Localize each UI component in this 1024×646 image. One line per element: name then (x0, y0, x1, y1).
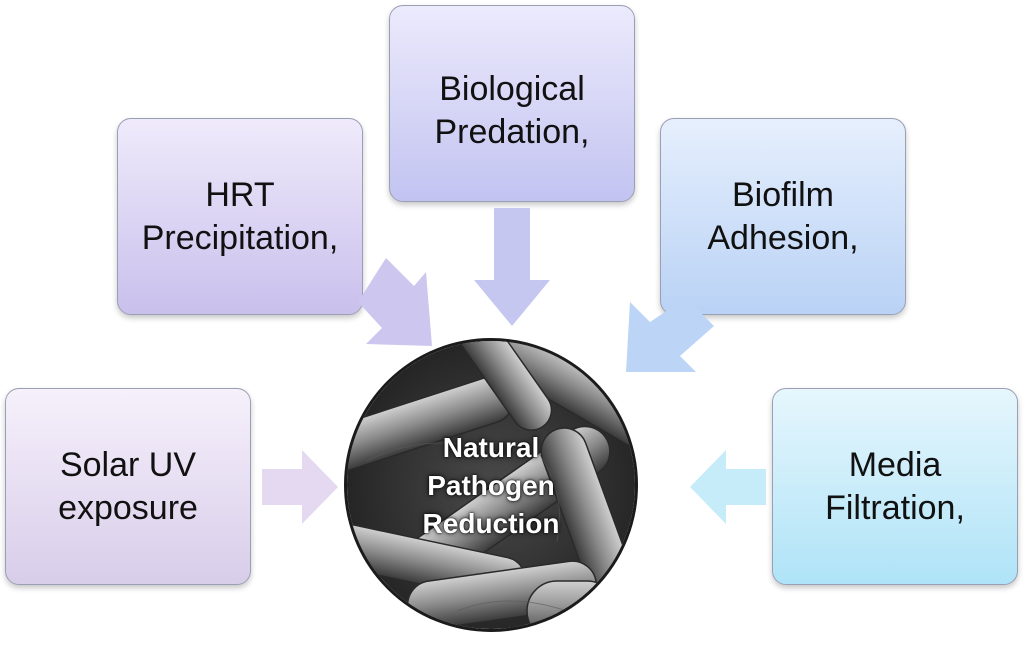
arrow-biological-predation-to-center (474, 208, 550, 326)
node-hrt-precipitation-label: HRT Precipitation, (141, 175, 339, 257)
node-biological-predation-label: Biological Predation, (434, 70, 590, 151)
node-media-filtration-label: Media Filtration, (825, 445, 965, 527)
node-biofilm-adhesion: Biofilm Adhesion, (660, 118, 906, 315)
node-biofilm-adhesion-label: Biofilm Adhesion, (707, 175, 859, 257)
node-solar-uv-exposure-label: Solar UV exposure (58, 445, 198, 527)
node-solar-uv-exposure: Solar UV exposure (5, 388, 251, 585)
node-hrt-precipitation: HRT Precipitation, (117, 118, 363, 315)
center-label: Natural Pathogen Reduction (422, 432, 560, 539)
node-biological-predation: Biological Predation, (389, 5, 635, 202)
node-media-filtration: Media Filtration, (772, 388, 1018, 585)
arrow-hrt-precipitation-to-center (358, 258, 432, 346)
center-hub: Natural Pathogen Reduction (344, 338, 638, 632)
arrow-media-filtration-to-center (690, 450, 766, 524)
arrow-biofilm-adhesion-to-center (626, 298, 714, 372)
arrow-solar-uv-to-center (262, 450, 338, 524)
